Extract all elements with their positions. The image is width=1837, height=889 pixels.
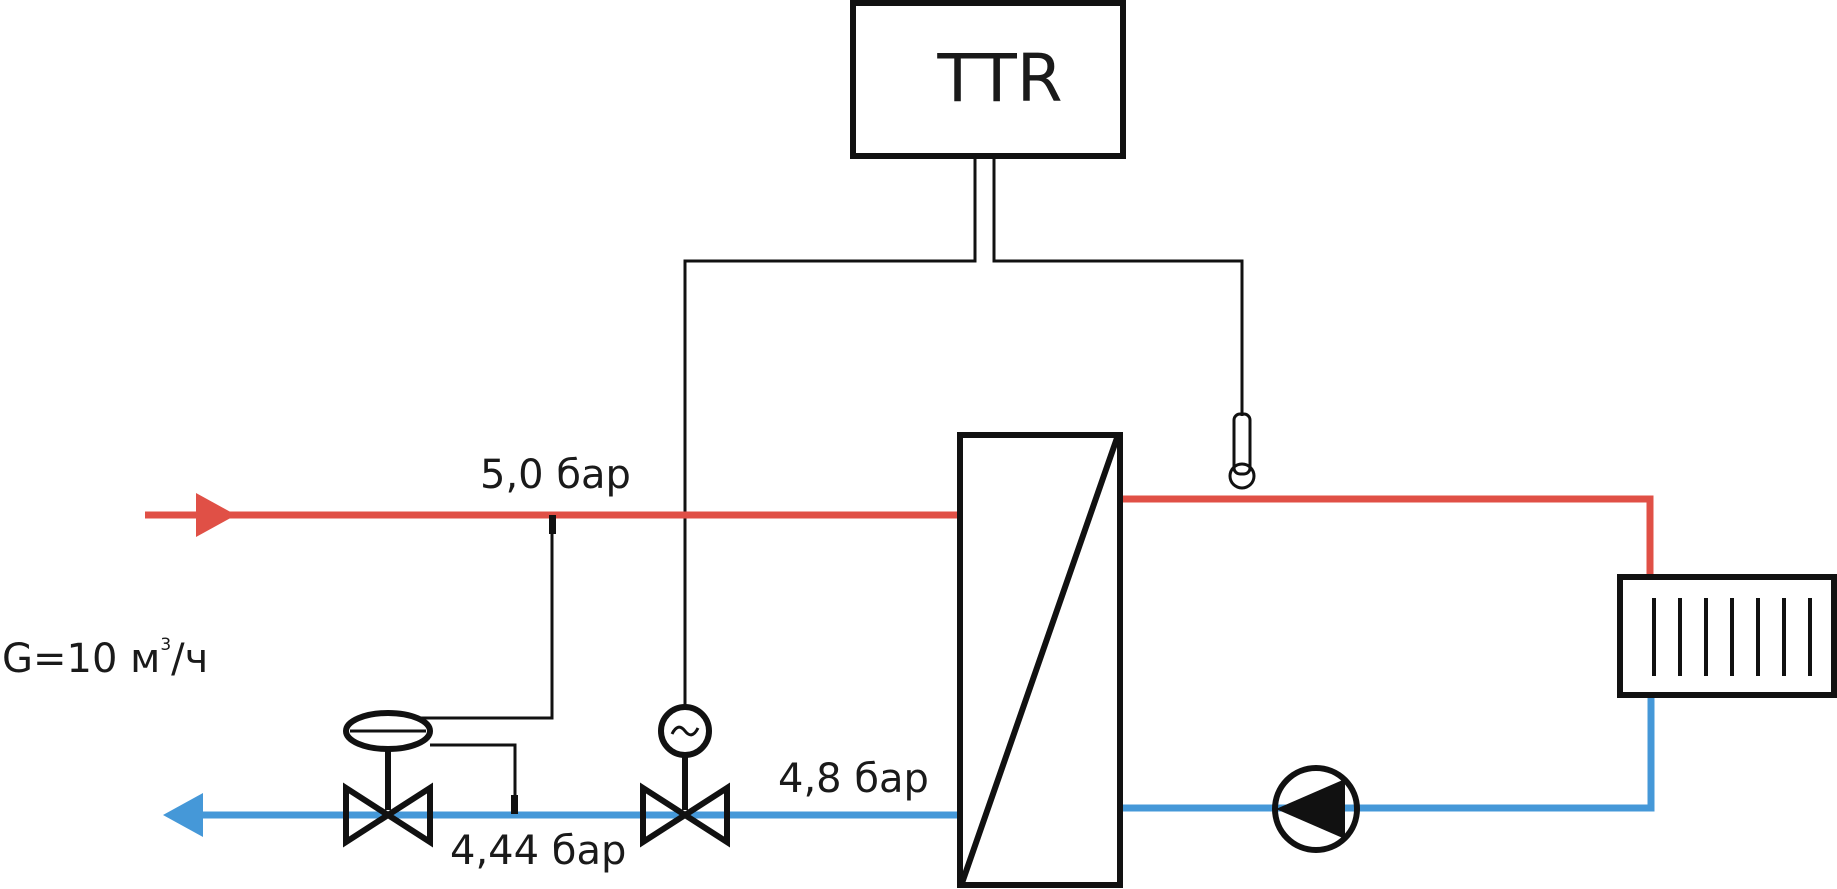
controller-label: TTR [936, 40, 1062, 117]
return-outlet-arrow [163, 793, 203, 837]
radiator-icon [1617, 574, 1837, 698]
flow-rate-suffix: /ч [171, 636, 208, 682]
supply-line [145, 493, 1654, 577]
impulse-line-supply [416, 518, 554, 720]
temperature-sensor-icon [1228, 412, 1256, 490]
supply-pressure-label: 5,0 бар [480, 452, 631, 498]
signal-wires [416, 158, 1244, 803]
motorized-valve-icon [640, 704, 730, 848]
flow-rate-prefix: G=10 м [2, 636, 160, 682]
return-mid-pressure-label: 4,8 бар [778, 756, 929, 802]
pressure-regulator-icon [343, 710, 433, 848]
controller-ttr: TTR [850, 0, 1126, 159]
supply-inlet-arrow [196, 493, 236, 537]
return-low-pressure-label: 4,44 бар [450, 828, 626, 874]
impulse-line-return [430, 743, 517, 803]
pump-icon [1272, 765, 1360, 853]
wire-to-sensor [992, 158, 1244, 416]
flow-rate-label: G=10 м3/ч [2, 635, 208, 682]
flow-rate-superscript: 3 [160, 635, 171, 655]
wire-to-actuator [683, 158, 977, 708]
heat-exchanger [957, 432, 1123, 888]
